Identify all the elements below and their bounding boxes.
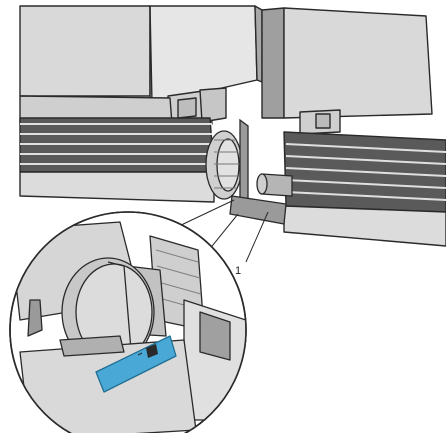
left-cabinet: [19, 5, 263, 203]
cam-tab-detail: [95, 335, 177, 393]
connector-rod: [256, 173, 293, 197]
cam-plate: [229, 195, 287, 225]
cam-assembly: [205, 118, 249, 216]
detail-magnifier: [9, 211, 247, 433]
callout-leader-line: [245, 211, 269, 263]
right-cabinet: [261, 7, 446, 247]
left-rail: [19, 117, 215, 173]
right-rail: [283, 131, 446, 213]
callout-label-1: 1: [235, 265, 241, 277]
